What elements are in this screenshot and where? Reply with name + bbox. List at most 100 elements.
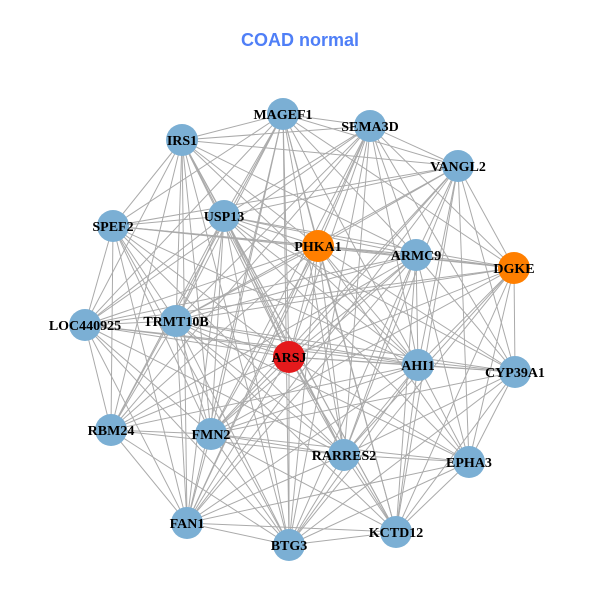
node-PHKA1[interactable]: PHKA1 — [294, 230, 342, 262]
edge-AHI1-RBM24 — [110, 364, 419, 431]
edge-IRS1-RBM24 — [110, 139, 183, 431]
edge-USP13-CYP39A1 — [223, 215, 516, 373]
node-TRMT10B[interactable]: TRMT10B — [143, 305, 209, 337]
edge-SEMA3D-TRMT10B — [175, 125, 371, 322]
node-KCTD12[interactable]: KCTD12 — [369, 516, 423, 548]
edge-RARRES2-FAN1 — [186, 454, 345, 524]
node-VANGL2[interactable]: VANGL2 — [430, 150, 486, 182]
edge-TRMT10B-AHI1 — [175, 320, 419, 366]
edge-MAGEF1-FMN2 — [210, 113, 284, 435]
node-AHI1[interactable]: AHI1 — [401, 349, 435, 381]
node-DGKE[interactable]: DGKE — [493, 252, 535, 284]
node-circle — [95, 414, 127, 446]
edge-MAGEF1-DGKE — [282, 113, 515, 269]
edge-ARMC9-LOC440925 — [84, 254, 417, 326]
node-circle — [442, 150, 474, 182]
edge-BTG3-KCTD12 — [288, 531, 397, 546]
edge-ARMC9-KCTD12 — [395, 254, 417, 533]
edge-AHI1-FMN2 — [210, 364, 419, 435]
node-label: EPHA3 — [446, 456, 492, 471]
edge-SEMA3D-FMN2 — [210, 125, 371, 435]
node-ARSJ[interactable]: ARSJ — [271, 341, 307, 373]
node-circle — [402, 349, 434, 381]
node-BTG3[interactable]: BTG3 — [271, 529, 308, 561]
node-IRS1[interactable]: IRS1 — [166, 124, 198, 156]
edge-DGKE-TRMT10B — [175, 267, 515, 322]
node-label: PHKA1 — [294, 240, 341, 255]
edge-PHKA1-FMN2 — [210, 245, 319, 435]
edge-PHKA1-BTG3 — [288, 245, 319, 546]
edge-MAGEF1-RBM24 — [110, 113, 284, 431]
node-circle — [498, 252, 530, 284]
edge-VANGL2-KCTD12 — [395, 165, 459, 533]
edge-SEMA3D-RARRES2 — [343, 125, 371, 456]
node-MAGEF1[interactable]: MAGEF1 — [253, 98, 313, 130]
edge-AHI1-RARRES2 — [343, 364, 419, 456]
edge-DGKE-BTG3 — [288, 267, 515, 546]
node-label: FMN2 — [192, 428, 231, 443]
edge-USP13-BTG3 — [223, 215, 290, 546]
node-label: ARMC9 — [391, 249, 442, 264]
node-label: ARSJ — [271, 351, 306, 366]
edge-SPEF2-FMN2 — [112, 225, 212, 435]
edge-ARSJ-RARRES2 — [288, 356, 345, 456]
edge-AHI1-CYP39A1 — [417, 364, 516, 373]
edge-ARSJ-FMN2 — [210, 356, 290, 435]
edge-RARRES2-BTG3 — [288, 454, 345, 546]
edge-TRMT10B-ARSJ — [175, 320, 290, 358]
node-label: LOC440925 — [49, 319, 121, 334]
edge-ARMC9-CYP39A1 — [415, 254, 516, 373]
node-ARMC9[interactable]: ARMC9 — [391, 239, 442, 271]
node-RBM24[interactable]: RBM24 — [88, 414, 135, 446]
edge-DGKE-EPHA3 — [468, 267, 515, 463]
node-SPEF2[interactable]: SPEF2 — [92, 210, 134, 242]
node-FMN2[interactable]: FMN2 — [192, 418, 231, 450]
node-label: DGKE — [493, 262, 534, 277]
node-LOC440925[interactable]: LOC440925 — [49, 309, 121, 341]
node-EPHA3[interactable]: EPHA3 — [446, 446, 492, 478]
edge-SEMA3D-ARMC9 — [369, 125, 417, 256]
edge-DGKE-CYP39A1 — [513, 267, 516, 373]
node-circle — [267, 98, 299, 130]
node-circle — [69, 309, 101, 341]
edge-ARSJ-EPHA3 — [288, 356, 470, 463]
edge-SPEF2-TRMT10B — [112, 225, 177, 322]
node-label: TRMT10B — [143, 315, 208, 330]
node-RARRES2[interactable]: RARRES2 — [312, 439, 377, 471]
chart-title: COAD normal — [240, 30, 359, 50]
edge-VANGL2-EPHA3 — [457, 165, 470, 463]
edge-LOC440925-RARRES2 — [84, 324, 345, 456]
node-FAN1[interactable]: FAN1 — [170, 507, 205, 539]
node-SEMA3D[interactable]: SEMA3D — [341, 110, 399, 142]
edge-RBM24-FMN2 — [110, 429, 212, 435]
edge-ARMC9-RARRES2 — [343, 254, 417, 456]
edge-TRMT10B-RARRES2 — [175, 320, 345, 456]
node-label: SPEF2 — [92, 220, 133, 235]
edge-SPEF2-USP13 — [112, 215, 225, 227]
edge-MAGEF1-USP13 — [223, 113, 284, 217]
node-label: SEMA3D — [341, 120, 399, 135]
edge-SEMA3D-IRS1 — [181, 125, 371, 141]
node-label: FAN1 — [170, 517, 205, 532]
edge-SPEF2-FAN1 — [112, 225, 188, 524]
edge-USP13-PHKA1 — [223, 215, 319, 247]
edge-TRMT10B-KCTD12 — [175, 320, 397, 533]
edge-ARMC9-RBM24 — [110, 254, 417, 431]
edge-SPEF2-AHI1 — [112, 225, 419, 366]
edge-ARMC9-AHI1 — [415, 254, 419, 366]
node-circle — [380, 516, 412, 548]
edge-SEMA3D-VANGL2 — [369, 125, 459, 167]
edge-IRS1-LOC440925 — [84, 139, 183, 326]
edge-USP13-TRMT10B — [175, 215, 225, 322]
edge-DGKE-FMN2 — [210, 267, 515, 435]
node-USP13[interactable]: USP13 — [204, 200, 244, 232]
node-CYP39A1[interactable]: CYP39A1 — [485, 356, 545, 388]
edge-DGKE-LOC440925 — [84, 267, 515, 326]
node-label: RARRES2 — [312, 449, 377, 464]
edge-SPEF2-LOC440925 — [84, 225, 114, 326]
node-circle — [171, 507, 203, 539]
edge-ARSJ-FAN1 — [186, 356, 290, 524]
edge-TRMT10B-FAN1 — [175, 320, 188, 524]
node-label: IRS1 — [167, 134, 197, 149]
